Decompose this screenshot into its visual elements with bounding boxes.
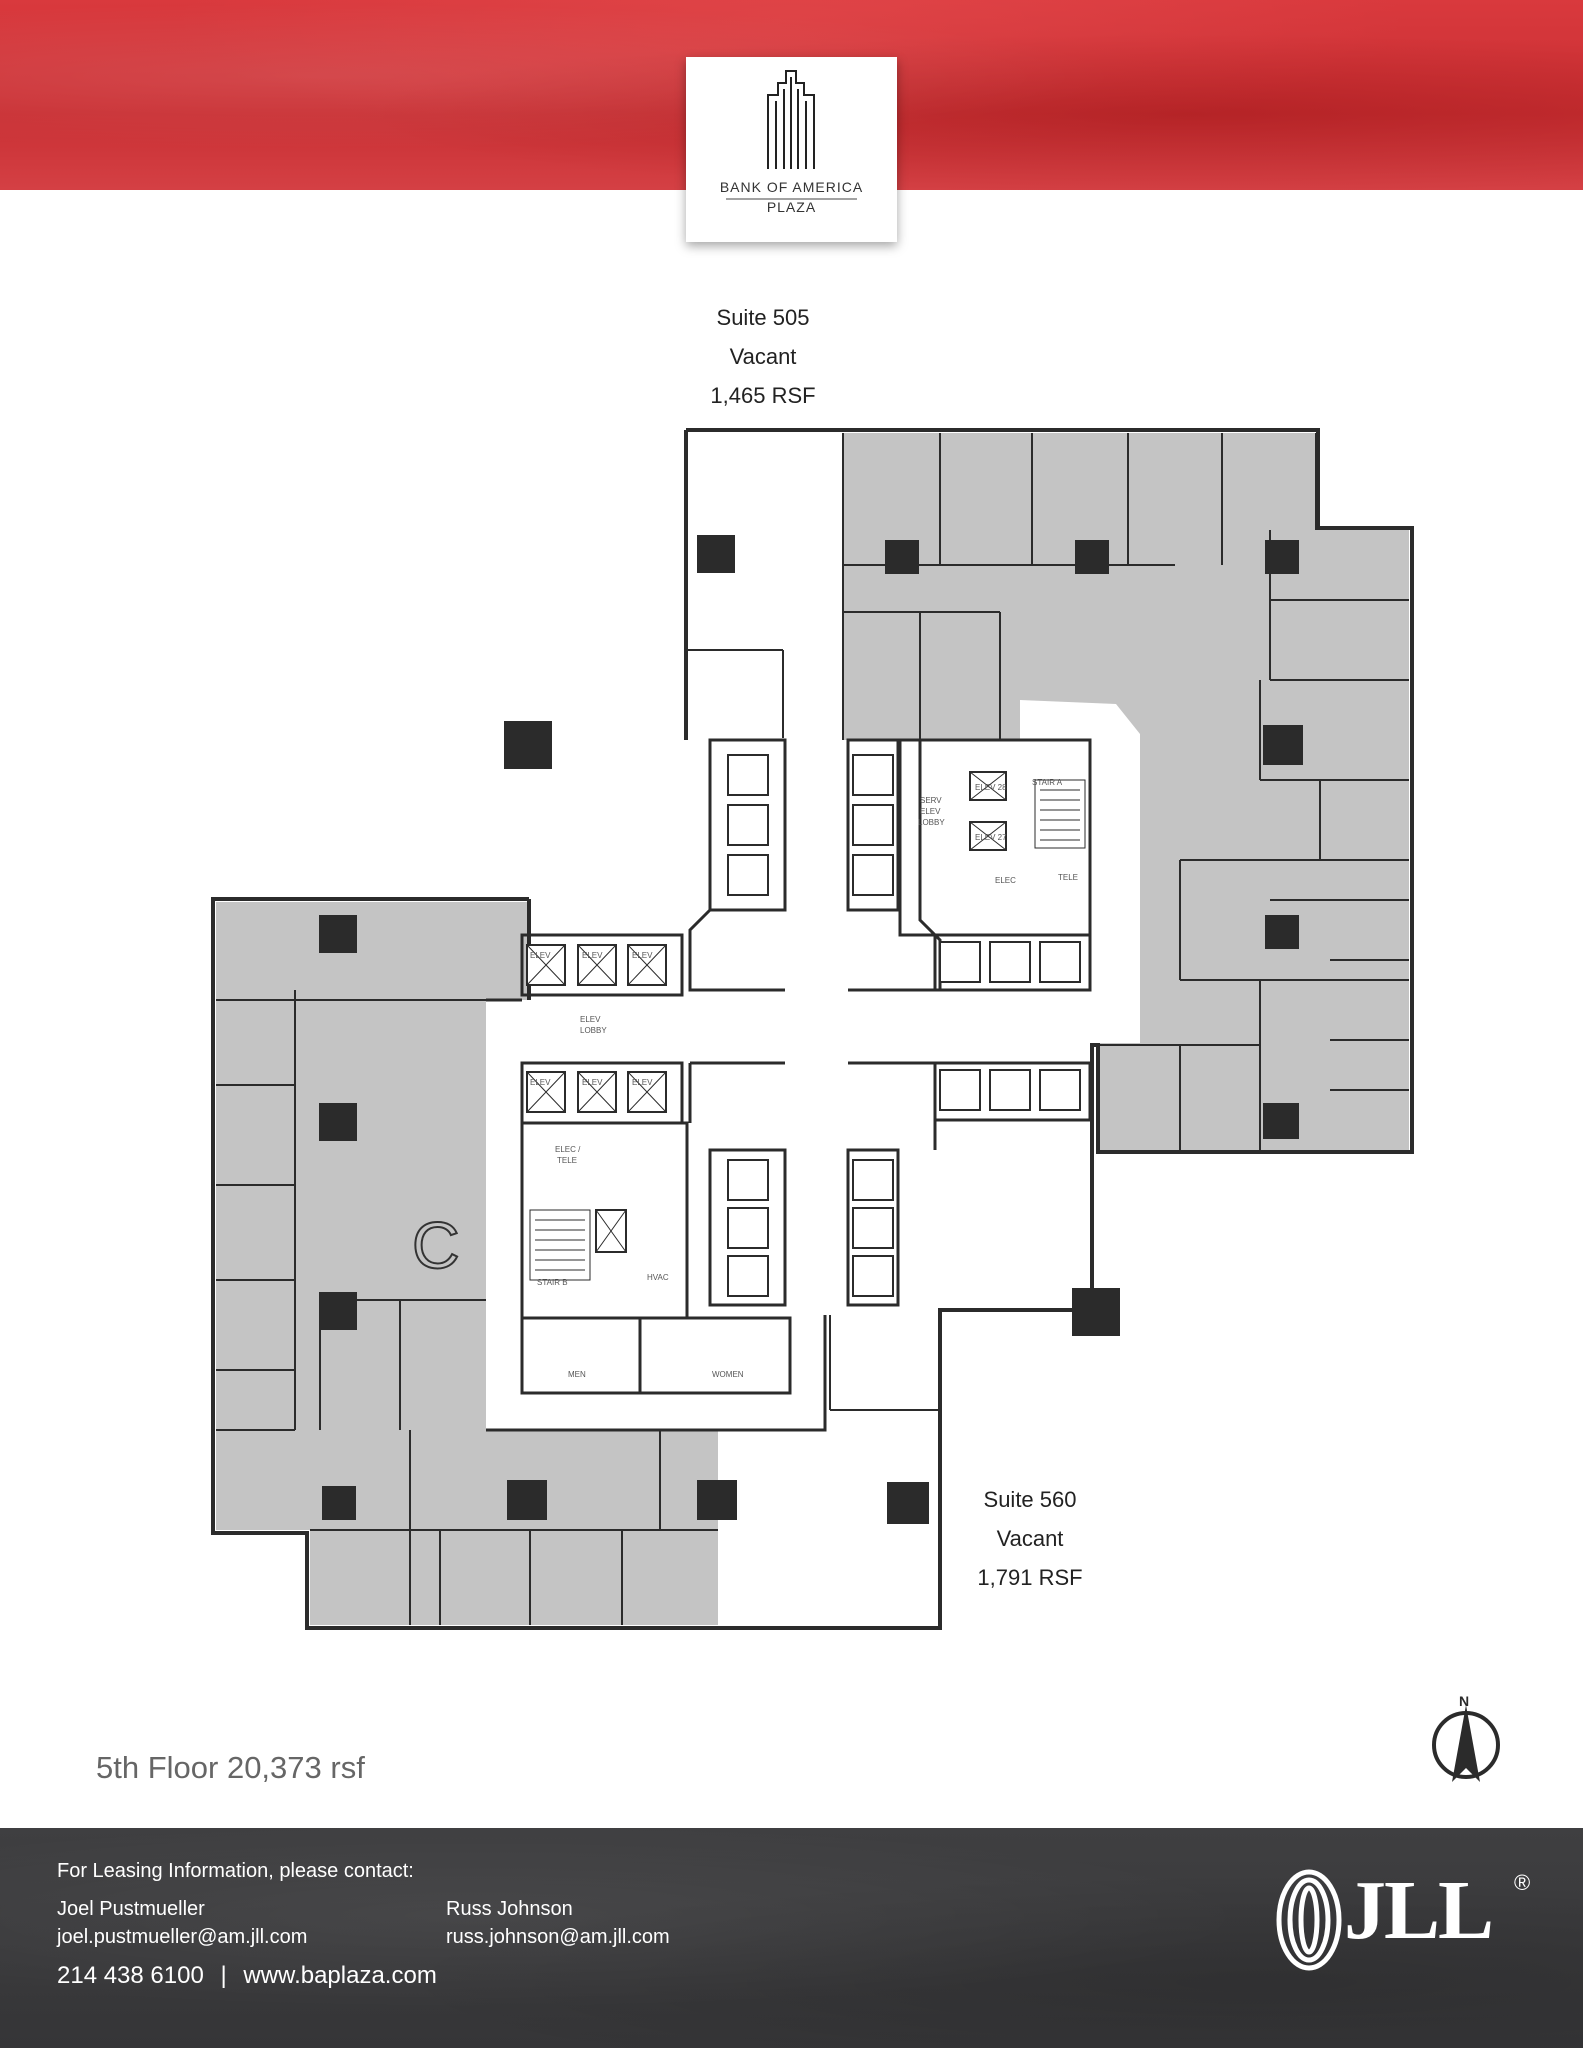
label-elev-x5: ELEV [582,1078,603,1087]
suite-560-status: Vacant [996,1526,1064,1551]
suite-560-area [718,1315,938,1625]
suite-560-area: 1,791 RSF [977,1565,1083,1590]
north-core-wall [527,430,688,1000]
label-elev-lobby-2: LOBBY [580,1026,607,1035]
leased-area-northeast [843,433,1409,1150]
elevator-bank-south-west [708,1148,787,1307]
suite-505-area: 1,465 RSF [710,383,816,408]
jll-logo: JLL [1344,1864,1494,1957]
leased-area-west [216,902,718,1625]
elevator-bank-east-north [933,933,1092,992]
registered-mark: ® [1514,1870,1531,1895]
phone-number[interactable]: 214 438 6100 [57,1962,204,1989]
logo-line-1: BANK OF AMERICA [719,179,864,195]
agent-1-email[interactable]: joel.pustmueller@am.jll.com [57,1926,308,1948]
label-stair-b: STAIR B [537,1278,568,1287]
logo-line-2: PLAZA [766,199,817,215]
label-stair-a: STAIR A [1032,778,1063,787]
suite-505-status: Vacant [729,344,797,369]
restrooms [520,1316,792,1395]
label-elec-north: ELEC [995,876,1016,885]
structural-columns [319,535,1303,1524]
jll-swirl-icon [1276,1869,1342,1971]
contact-heading: For Leasing Information, please contact: [57,1860,414,1882]
suite-505-area [688,433,843,738]
separator: | [220,1962,227,1989]
label-elev-x2: ELEV [582,951,603,960]
floor-title: 5th Floor 20,373 rsf [96,1750,365,1785]
tower-icon [726,70,857,200]
label-elev-x1: ELEV [530,951,551,960]
label-tele-north: TELE [1058,873,1078,882]
label-women: WOMEN [712,1370,744,1379]
svg-text:C: C [412,1208,460,1282]
label-elev: ELEV [920,807,941,816]
stair-b [529,1209,591,1281]
exterior-wall [211,428,1414,1630]
label-lobby: LOBBY [918,818,945,827]
website-link[interactable]: www.baplaza.com [243,1962,437,1989]
building-logo: BANK OF AMERICA PLAZA [686,57,897,242]
label-elev-x4: ELEV [530,1078,551,1087]
label-elev-lobby-1: ELEV [580,1015,601,1024]
suite-560-label: Suite 560 Vacant 1,791 RSF [930,1480,1130,1597]
agent-1-name: Joel Pustmueller [57,1898,205,1920]
compass-label: N [1459,1693,1469,1709]
north-arrow-icon: N [1432,1693,1500,1782]
label-hvac: HVAC [647,1273,669,1282]
suite-505-name: Suite 505 [716,305,810,330]
label-elev-28: ELEV 28 [975,783,1007,792]
suite-560-name: Suite 560 [983,1487,1077,1512]
contact-line: 214 438 6100 | www.baplaza.com [57,1962,437,1990]
label-serv: SERV [920,796,942,805]
label-elev-x6: ELEV [632,1078,653,1087]
label-elev-27: ELEV 27 [975,833,1007,842]
label-elec-tele-1: ELEC / [555,1145,581,1154]
suite-505-label: Suite 505 Vacant 1,465 RSF [663,298,863,415]
elevator-bank-south-east [846,1148,900,1307]
elevator-bank-north-east [846,738,900,912]
agent-2-name: Russ Johnson [446,1898,573,1920]
label-men: MEN [568,1370,586,1379]
label-elec-tele-2: TELE [557,1156,577,1165]
elevator-bank-west-north [520,933,684,997]
agent-2-email[interactable]: russ.johnson@am.jll.com [446,1926,670,1948]
elevator-bank-north-west [708,738,787,912]
stair-a [1034,779,1086,849]
footer-bar [0,1828,1583,2048]
label-elev-x3: ELEV [632,951,653,960]
